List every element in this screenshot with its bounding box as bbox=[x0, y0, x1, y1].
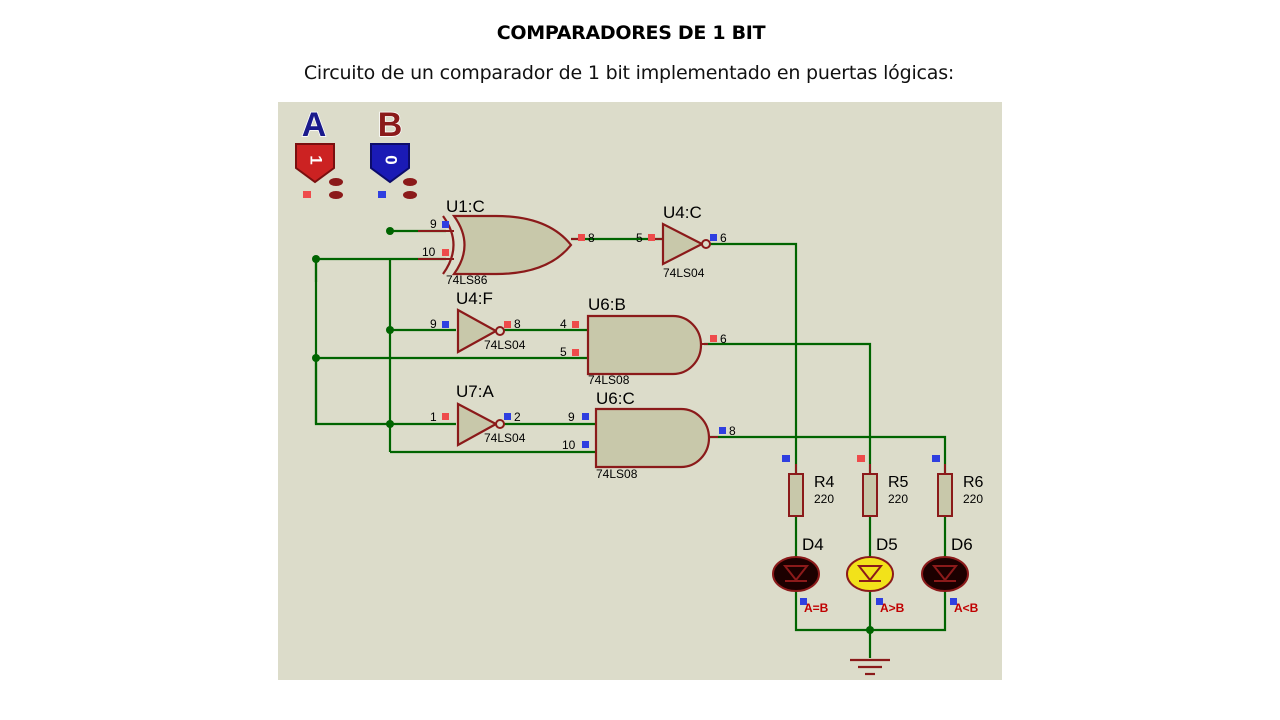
pin-label: 10 bbox=[562, 438, 576, 452]
gate-u6c-label: U6:C bbox=[596, 389, 635, 408]
junction-dot bbox=[312, 354, 320, 362]
page-title: COMPARADORES DE 1 BIT bbox=[496, 22, 766, 44]
gate-u4c-type: 74LS04 bbox=[663, 266, 705, 280]
gate-u7a-label: U7:A bbox=[456, 382, 494, 401]
diode-icon bbox=[931, 565, 959, 582]
junction-dot bbox=[386, 420, 394, 428]
pin-label: 1 bbox=[430, 410, 437, 424]
led-d4[interactable]: D4 A=B bbox=[772, 535, 829, 615]
pin-label: 8 bbox=[729, 424, 736, 438]
gate-u6c-and[interactable]: U6:C 74LS08 9 10 8 bbox=[562, 389, 736, 481]
diode-icon bbox=[782, 565, 810, 582]
resistor-r4-name: R4 bbox=[814, 474, 835, 491]
schematic-canvas: A 1 B 0 U1:C 74LS86 9 10 8 bbox=[278, 102, 1002, 680]
junction-dot bbox=[866, 626, 874, 634]
input-b-value: 0 bbox=[382, 155, 401, 164]
resistor-r6-name: R6 bbox=[963, 474, 984, 491]
pin-label: 5 bbox=[560, 345, 567, 359]
gate-u7a-not[interactable]: U7:A 74LS04 1 2 bbox=[430, 382, 526, 447]
pin-label: 5 bbox=[636, 231, 643, 245]
gate-u6b-and[interactable]: U6:B 74LS08 4 5 6 bbox=[560, 295, 727, 387]
pin-label: 6 bbox=[720, 231, 727, 245]
pin-label: 9 bbox=[430, 317, 437, 331]
input-b-probe[interactable] bbox=[370, 143, 410, 184]
input-b-name: B bbox=[378, 106, 403, 144]
wire-a-not7 bbox=[314, 358, 456, 426]
led-d5[interactable]: D5 A>B bbox=[846, 535, 905, 615]
led-d5-label: A>B bbox=[880, 601, 905, 615]
pin-label: 4 bbox=[560, 317, 567, 331]
wires bbox=[314, 229, 947, 658]
gate-u4f-not[interactable]: U4:F 74LS04 9 8 bbox=[430, 289, 526, 354]
gate-u1c-label: U1:C bbox=[446, 197, 485, 216]
resistor-r4[interactable]: R4 220 bbox=[782, 455, 835, 517]
pin-label: 6 bbox=[720, 332, 727, 346]
led-d6-label: A<B bbox=[954, 601, 979, 615]
logic-input-b[interactable]: B 0 bbox=[370, 105, 417, 199]
resistor-r4-value: 220 bbox=[814, 492, 834, 506]
toggle-icon bbox=[403, 178, 417, 199]
resistor-r6[interactable]: R6 220 bbox=[932, 455, 984, 517]
gate-u4c-label: U4:C bbox=[663, 203, 702, 222]
input-a-name: A bbox=[302, 106, 327, 144]
led-d4-body bbox=[772, 556, 820, 592]
led-d6[interactable]: D6 A<B bbox=[921, 535, 979, 615]
gate-u1c-xor[interactable]: U1:C 74LS86 9 10 8 bbox=[418, 197, 595, 287]
wire-lt-out bbox=[710, 435, 947, 474]
pin-marker bbox=[303, 191, 311, 198]
junction-dot bbox=[312, 255, 320, 263]
input-a-probe[interactable] bbox=[295, 143, 335, 184]
junctions bbox=[312, 227, 874, 634]
gate-u6b-type: 74LS08 bbox=[588, 373, 630, 387]
page-subtitle: Circuito de un comparador de 1 bit imple… bbox=[303, 62, 955, 84]
resistor-r5-value: 220 bbox=[888, 492, 908, 506]
wire-gt-out bbox=[704, 342, 872, 474]
pin-marker bbox=[378, 191, 386, 198]
gate-u6c-type: 74LS08 bbox=[596, 467, 638, 481]
pin-label: 9 bbox=[430, 217, 437, 231]
input-a-value: 1 bbox=[307, 155, 326, 164]
canvas-background bbox=[278, 102, 1002, 680]
gate-u4c-not[interactable]: U4:C 74LS04 5 6 bbox=[636, 203, 727, 280]
gate-u7a-type: 74LS04 bbox=[484, 431, 526, 445]
diode-icon bbox=[856, 565, 884, 582]
pin-label: 9 bbox=[568, 410, 575, 424]
led-d5-name: D5 bbox=[876, 535, 898, 554]
gate-u6b-label: U6:B bbox=[588, 295, 626, 314]
resistor-r5-name: R5 bbox=[888, 474, 909, 491]
led-d4-label: A=B bbox=[804, 601, 829, 615]
led-d4-name: D4 bbox=[802, 535, 824, 554]
led-d6-body bbox=[921, 556, 969, 592]
resistor-r5[interactable]: R5 220 bbox=[857, 455, 909, 517]
led-d5-body bbox=[846, 556, 894, 592]
led-d6-name: D6 bbox=[951, 535, 973, 554]
pin-label: 8 bbox=[588, 231, 595, 245]
wire-eq-out bbox=[708, 242, 798, 474]
resistor-r6-value: 220 bbox=[963, 492, 983, 506]
pin-label: 10 bbox=[422, 245, 436, 259]
pin-label: 8 bbox=[514, 317, 521, 331]
logic-input-a[interactable]: A 1 bbox=[295, 105, 343, 199]
junction-dot bbox=[386, 326, 394, 334]
pin-label: 2 bbox=[514, 410, 521, 424]
gate-u4f-type: 74LS04 bbox=[484, 338, 526, 352]
toggle-icon bbox=[329, 178, 343, 199]
junction-dot bbox=[386, 227, 394, 235]
gate-u1c-type: 74LS86 bbox=[446, 273, 488, 287]
ground-icon bbox=[850, 658, 890, 676]
gate-u4f-label: U4:F bbox=[456, 289, 493, 308]
